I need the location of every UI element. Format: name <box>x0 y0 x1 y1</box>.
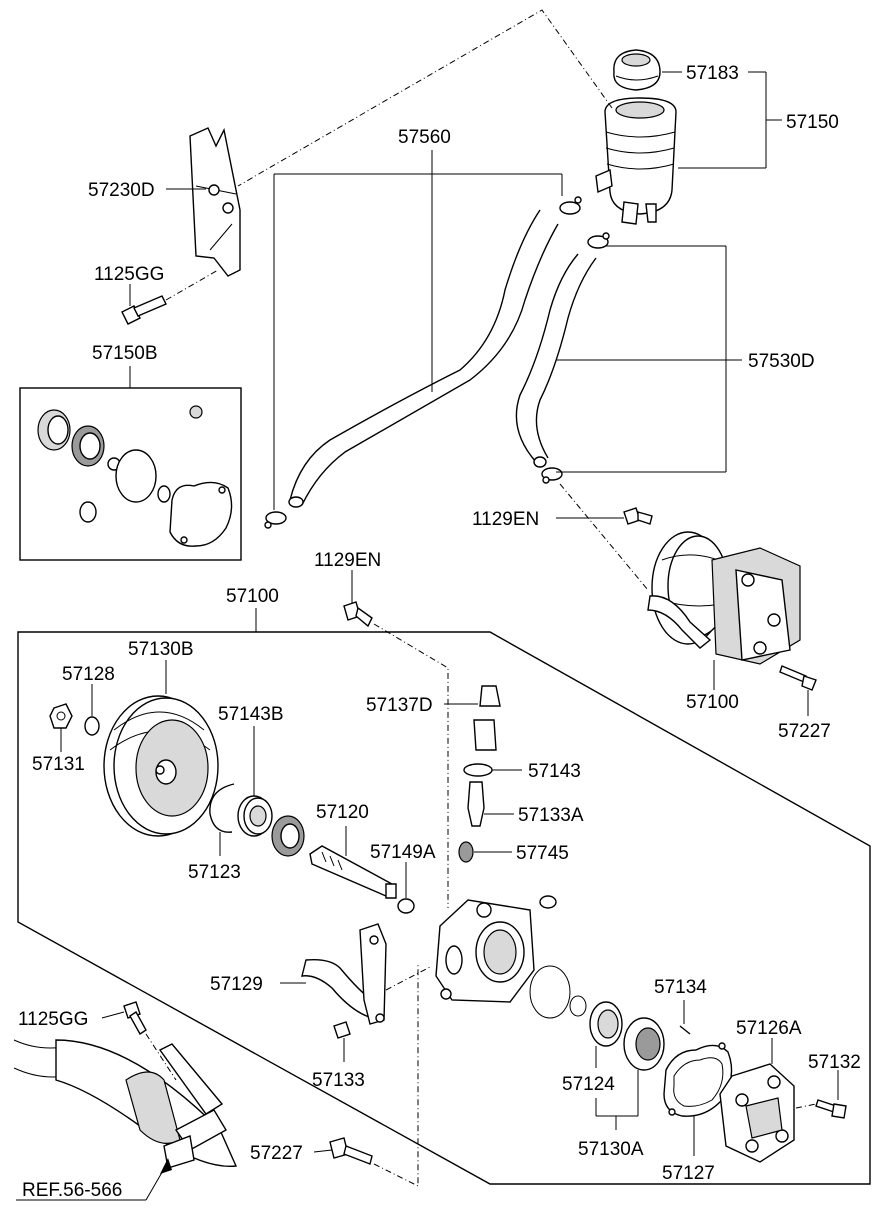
label-57560: 57560 <box>398 127 451 148</box>
label-57124: 57124 <box>562 1074 615 1095</box>
hose-57530D <box>515 253 597 468</box>
bearing-57143B <box>237 795 273 837</box>
cover-57126A <box>719 1063 795 1163</box>
washer-57128 <box>84 716 100 736</box>
ref-line-57129 <box>385 965 433 991</box>
label-57130A: 57130A <box>578 1139 644 1160</box>
bushing-57149A <box>397 898 415 914</box>
ref-line-bolt-top <box>165 269 219 301</box>
connector-57137D <box>473 685 501 751</box>
pipe-57129 <box>301 923 387 1025</box>
label-57150: 57150 <box>786 112 839 133</box>
ref-arrow <box>16 1158 172 1201</box>
label-57230D: 57230D <box>88 180 155 201</box>
leader-57530D <box>556 245 742 473</box>
leader-57130A <box>595 1070 639 1130</box>
label-57183: 57183 <box>686 63 739 84</box>
bolt-57133 <box>333 1021 351 1039</box>
label-1125GG-bottom: 1125GG <box>18 1009 88 1030</box>
reservoir-cap <box>613 49 661 91</box>
ref-line-57132 <box>795 1103 817 1109</box>
label-57150B: 57150B <box>92 343 158 364</box>
leader-57560 <box>273 150 563 510</box>
hose-clamp-upper-left <box>559 196 582 215</box>
ref-line-1129EN-right <box>559 483 649 591</box>
spring-57745 <box>458 841 474 863</box>
label-57149A: 57149A <box>370 842 436 863</box>
bolt-57227-right <box>779 665 817 691</box>
bolt-1125GG-bottom <box>123 1001 147 1036</box>
label-57745: 57745 <box>516 843 569 864</box>
bolt-1125GG-top <box>121 295 167 325</box>
label-57227-bottom: 57227 <box>250 1143 303 1164</box>
seal-kit-parts <box>37 405 233 547</box>
reservoir-tank <box>595 97 677 225</box>
hose-clamp-lower-left <box>264 511 287 529</box>
label-57128: 57128 <box>62 664 115 685</box>
label-1125GG-top: 1125GG <box>94 264 164 285</box>
oring-57143 <box>463 763 493 777</box>
mount-bracket-ref <box>13 1039 238 1169</box>
label-57129: 57129 <box>210 974 263 995</box>
bolt-57132 <box>815 1099 847 1119</box>
pump-assembly-57100 <box>647 531 801 665</box>
label-57530D: 57530D <box>748 351 815 372</box>
pump-housing <box>435 895 557 1003</box>
leader-1125GG-bottom <box>101 1011 125 1019</box>
hose-clamp-lower-right <box>541 467 563 484</box>
label-57137D: 57137D <box>366 695 433 716</box>
ref-line-1129EN-mid <box>373 623 449 908</box>
cam-ring <box>623 1017 665 1071</box>
plate-57124 <box>589 1001 623 1047</box>
label-57143B: 57143B <box>218 704 284 725</box>
hose-clamp-upper-right <box>587 232 610 249</box>
label-57127: 57127 <box>662 1163 715 1184</box>
valve-57133A <box>467 781 485 827</box>
ref-label: REF.56-566 <box>22 1180 122 1201</box>
nut-57131 <box>49 703 73 729</box>
ref-line-reservoir-bracket <box>237 9 613 187</box>
oring-small <box>569 995 587 1017</box>
label-57134: 57134 <box>654 977 707 998</box>
hose-57560 <box>288 209 559 508</box>
oring-large <box>529 965 571 1019</box>
bracket-57230D <box>189 127 241 277</box>
ref-line-57227-bottom <box>373 964 419 1187</box>
label-57100-top: 57100 <box>226 586 279 607</box>
oil-seal <box>271 815 305 857</box>
label-1129EN-mid: 1129EN <box>314 550 381 571</box>
bolt-1129EN-right <box>623 507 653 525</box>
label-57133: 57133 <box>312 1070 365 1091</box>
label-57100-right: 57100 <box>686 692 739 713</box>
label-57126A: 57126A <box>736 1018 802 1039</box>
pulley-57130B <box>103 695 219 837</box>
label-57132: 57132 <box>808 1052 861 1073</box>
exploded-view-frame <box>17 631 871 1185</box>
label-57227-right: 57227 <box>778 721 831 742</box>
shaft-57120 <box>309 845 397 899</box>
label-57131: 57131 <box>32 754 85 775</box>
bolt-1129EN-mid <box>343 601 373 628</box>
snap-ring-57123 <box>209 783 235 833</box>
seal-kit-box <box>19 387 242 561</box>
bolt-57227-bottom <box>329 1137 373 1165</box>
label-57133A: 57133A <box>518 805 584 826</box>
ref-line-1125GG-bottom <box>145 1033 177 1081</box>
leader-57227-bottom <box>313 1149 333 1153</box>
label-57143: 57143 <box>528 761 581 782</box>
label-1129EN-right: 1129EN <box>472 509 539 530</box>
label-57130B: 57130B <box>128 639 194 660</box>
label-57120: 57120 <box>316 802 369 823</box>
pin-57134 <box>679 1025 691 1035</box>
leader-57183-57150 <box>662 71 782 169</box>
label-57123: 57123 <box>188 862 241 883</box>
